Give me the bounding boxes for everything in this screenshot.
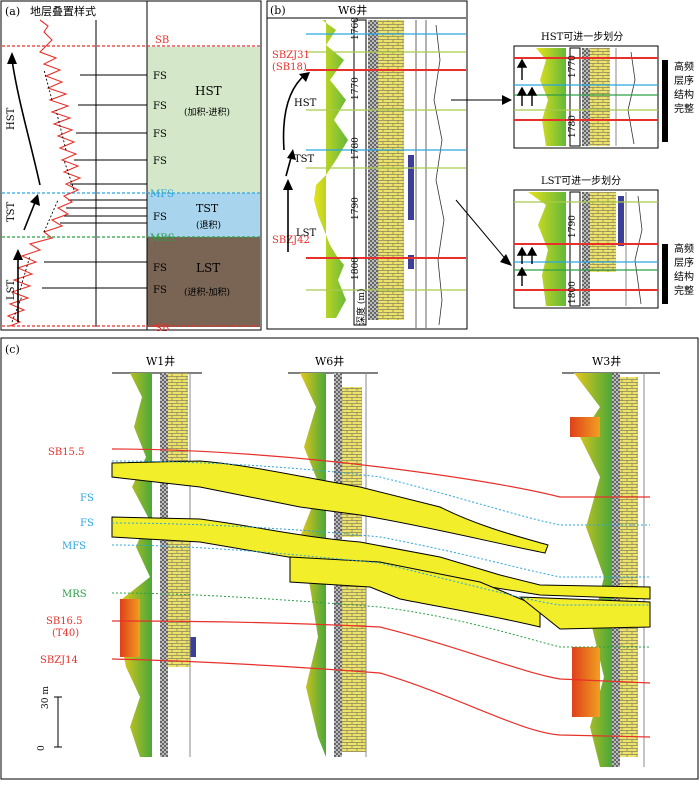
- lst-subtitle: LST可进一步划分: [541, 174, 621, 187]
- w6-log-frame: [266, 0, 468, 330]
- gr-log-curve: [6, 19, 82, 327]
- fs-label: FS: [153, 71, 167, 82]
- depth-track: [353, 19, 367, 326]
- lst-note-line: 结构: [674, 270, 694, 283]
- fs-label: FS: [153, 101, 167, 112]
- fs1-label: FS: [80, 493, 94, 504]
- side-label-hst: HST: [6, 107, 17, 130]
- trend-arrows: [11, 69, 75, 323]
- lithology-column: [368, 20, 378, 320]
- depth-1770: 1770: [351, 77, 361, 100]
- fs-label: FS: [153, 212, 167, 223]
- sb165-label: SB16.5: [46, 616, 82, 627]
- hst-note-line: 结构: [674, 88, 694, 101]
- well-w1-title: W1井: [146, 354, 175, 368]
- hst-note-line: 完整: [674, 102, 694, 115]
- sb-top-label: SB: [155, 35, 169, 46]
- w6-tst: TST: [294, 154, 315, 165]
- sb155-line: [111, 448, 650, 498]
- sbzj14-line: [111, 658, 651, 738]
- mfs-label: MFS: [62, 541, 86, 552]
- w6-lst: LST: [296, 228, 316, 239]
- dolomite-bar: [408, 155, 414, 220]
- lst-note-line: 高频: [674, 242, 694, 255]
- panel-c: (c) W1井 W6井 W3井: [0, 337, 700, 781]
- sb165-line: [111, 620, 651, 684]
- fs-label: FS: [153, 285, 167, 296]
- panel-c-svg: (c) W1井 W6井 W3井: [0, 337, 699, 780]
- correlation-bodies: [111, 460, 651, 630]
- lst-depth-1790: 1790: [568, 215, 578, 238]
- lst-tract: [147, 237, 260, 327]
- lst-depth-1800: 1800: [568, 281, 578, 304]
- hst-arrow: [11, 59, 41, 186]
- hst-note-line: 高频: [674, 60, 694, 73]
- panel-b-well: W6井: [338, 3, 367, 17]
- w6-hst-arrow: [282, 73, 307, 151]
- well-w6-title: W6井: [315, 354, 344, 368]
- depth-1780: 1780: [351, 137, 361, 160]
- panel-a-title: 地层叠置样式: [30, 4, 96, 18]
- scale-label: 30 m: [41, 686, 51, 709]
- scale-bar: 30 m 0: [37, 686, 62, 751]
- tst-arrow: [23, 199, 37, 231]
- hst-tract: [147, 47, 260, 193]
- panel-a: (a) 地层叠置样式 HST TST LST SB MFS MRS SB FS …: [0, 0, 262, 334]
- panel-b-tag: (b): [270, 4, 286, 17]
- fs2-label: FS: [80, 518, 94, 529]
- resistivity-log: [433, 24, 445, 326]
- hst-note-line: 层序: [674, 74, 694, 87]
- carbonate-column: [378, 20, 404, 320]
- hst-sequence-bar: [662, 60, 668, 142]
- hst-name: HST: [195, 84, 222, 98]
- hst-desc: (加积-进积): [184, 106, 230, 118]
- scale-zero: 0: [37, 745, 47, 751]
- hst-subtitle: HST可进一步划分: [541, 30, 623, 43]
- hst-depth-1770: 1770: [568, 55, 578, 78]
- side-label-lst: LST: [6, 280, 17, 300]
- tst-tract: [147, 193, 260, 237]
- panel-b-svg: (b) W6井 1760 1770 1780 1790 1800 深度 (m) …: [266, 0, 694, 330]
- fs-label: FS: [153, 156, 167, 167]
- sbzj42-label: SBZJ42: [272, 235, 310, 246]
- mrs-label: MRS: [150, 233, 175, 244]
- panel-a-svg: (a) 地层叠置样式 HST TST LST SB MFS MRS SB FS …: [0, 0, 262, 334]
- sb18-label: (SB18): [272, 62, 307, 73]
- w6-gr-fill: [314, 20, 348, 318]
- sb-bottom-label: SB: [155, 323, 169, 331]
- lst-note-line: 层序: [674, 256, 694, 269]
- depth-1790: 1790: [351, 197, 361, 220]
- fs-label: FS: [153, 129, 167, 140]
- panel-c-tag: (c): [5, 343, 20, 356]
- w6-hst: HST: [294, 98, 317, 109]
- fs-label: FS: [153, 263, 167, 274]
- fs-ticks: [42, 74, 147, 289]
- mrs-line: [111, 592, 650, 648]
- sb155-label: SB15.5: [48, 447, 84, 458]
- panel-b: (b) W6井 1760 1770 1780 1790 1800 深度 (m) …: [266, 0, 700, 331]
- lst-name: LST: [196, 261, 220, 275]
- depth-1760: 1760: [351, 17, 361, 40]
- t40-label: (T40): [52, 628, 79, 639]
- depth-1800: 1800: [351, 257, 361, 280]
- well-w3-title: W3井: [592, 354, 621, 368]
- sbzj14-label: SBZJ14: [40, 655, 78, 666]
- sbzj31-label: SBZJ31: [272, 50, 310, 61]
- panel-a-tag: (a): [5, 5, 20, 18]
- mfs-label: MFS: [150, 189, 174, 200]
- lst-sequence-bar: [662, 244, 668, 304]
- well-w3-column: [562, 372, 660, 767]
- lst-desc: (进积-加积): [184, 286, 230, 298]
- mrs-label: MRS: [62, 589, 87, 600]
- depth-axis-label: 深度 (m): [355, 289, 367, 325]
- side-label-tst: TST: [6, 201, 17, 222]
- tst-desc: (退积): [196, 219, 221, 231]
- hst-depth-1780: 1780: [568, 115, 578, 138]
- lst-note-line: 完整: [674, 284, 694, 297]
- tst-name: TST: [196, 202, 219, 215]
